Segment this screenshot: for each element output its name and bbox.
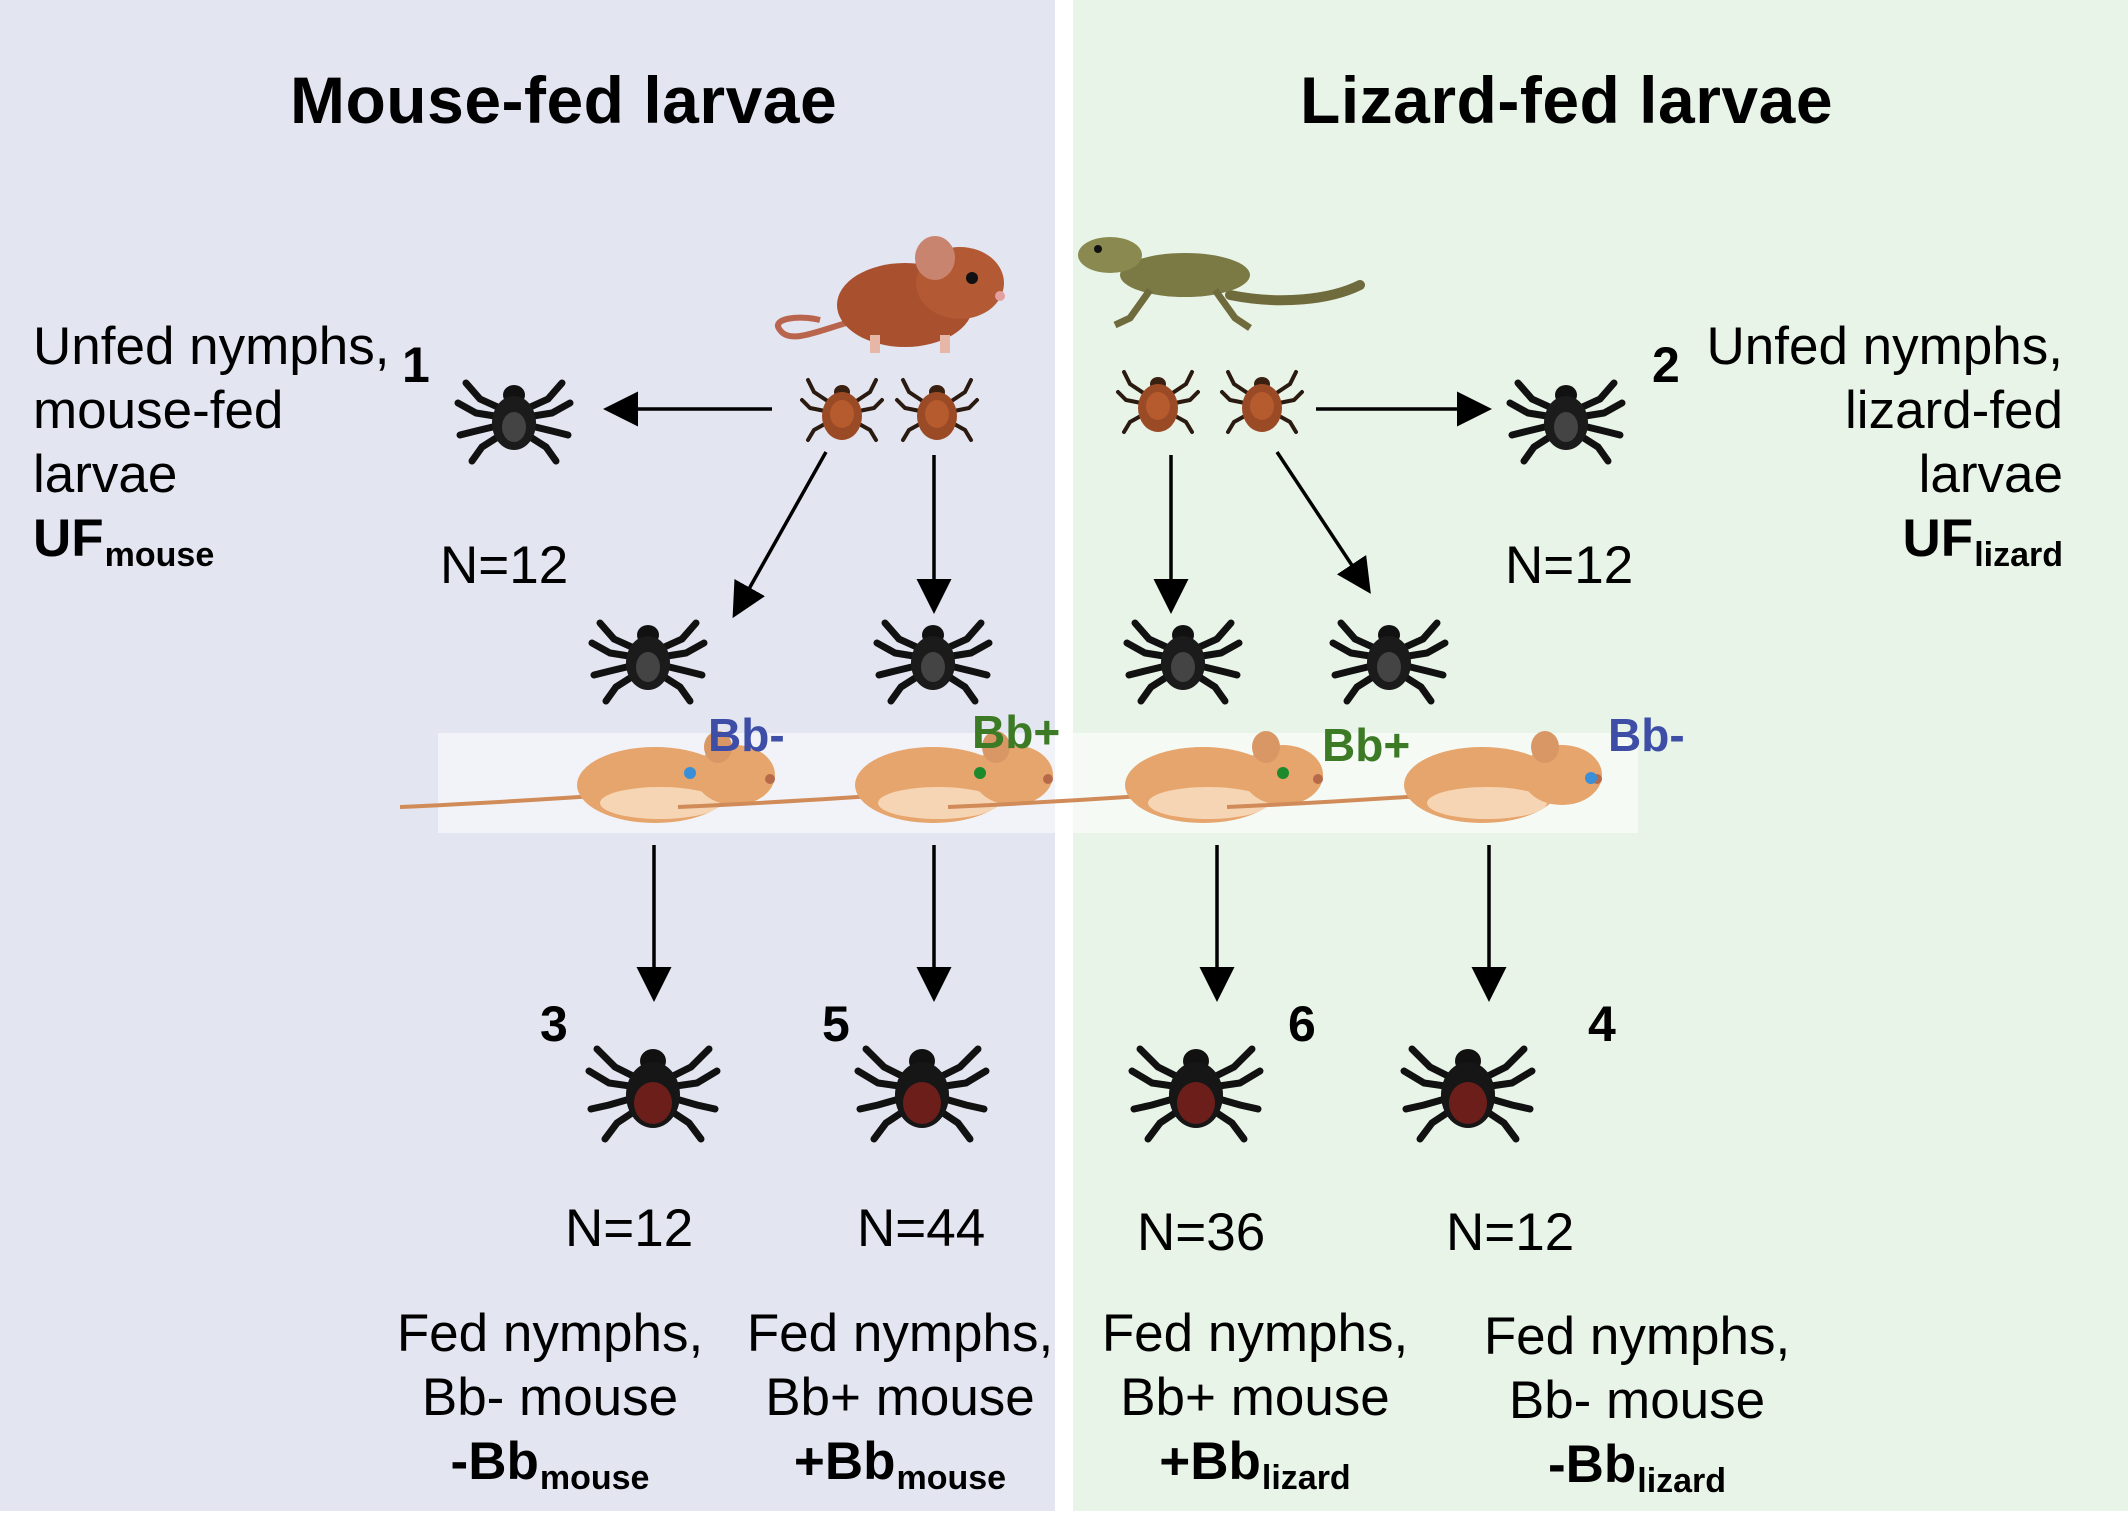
bb-negative-marker bbox=[1585, 772, 1597, 784]
group-3-code: -Bb bbox=[450, 1432, 539, 1491]
bb-negative-marker bbox=[684, 767, 696, 779]
fed-nymph-4-icon bbox=[1404, 1049, 1532, 1139]
fed-nymph-6-icon bbox=[1132, 1049, 1260, 1139]
house-mouse-illustration bbox=[775, 236, 1005, 353]
unfed-nymph-2-icon bbox=[1510, 383, 1622, 461]
bb-negative-label: Bb- bbox=[708, 709, 785, 761]
group-number-1: 1 bbox=[402, 337, 430, 393]
group-4-line2: Bb- mouse bbox=[1508, 1371, 1766, 1430]
group-5-line1: Fed nymphs, bbox=[746, 1304, 1054, 1363]
group-number-3: 3 bbox=[540, 996, 568, 1052]
arrow-larva-to-nymph bbox=[1275, 451, 1371, 594]
flow-arrows bbox=[603, 391, 1507, 1002]
group-5-code-sub: mouse bbox=[896, 1459, 1007, 1497]
unfed-nymph-1-icon bbox=[458, 383, 570, 461]
group-2-count: N=12 bbox=[1505, 536, 1634, 595]
fed-nymph-5-icon bbox=[858, 1049, 986, 1139]
unfed-nymph-icon bbox=[877, 623, 989, 701]
group-1-count: N=12 bbox=[440, 536, 569, 595]
larva-icon bbox=[895, 378, 979, 442]
group-4-line1: Fed nymphs, bbox=[1483, 1307, 1791, 1366]
bb-negative-label: Bb- bbox=[1608, 709, 1685, 761]
fed-nymph-3-icon bbox=[589, 1049, 717, 1139]
group-6-count: N=36 bbox=[1137, 1203, 1266, 1262]
group-6-code: +Bb bbox=[1159, 1432, 1261, 1491]
group-2-label: Unfed nymphs, lizard-fed larvae UFlizard bbox=[1707, 315, 2063, 587]
group-1-line2: mouse-fed bbox=[33, 381, 284, 440]
bb-positive-marker bbox=[974, 767, 986, 779]
lizard-fed-title: Lizard-fed larvae bbox=[1300, 63, 1834, 137]
group-3-count: N=12 bbox=[565, 1199, 694, 1258]
group-2-line3: larvae bbox=[1918, 445, 2063, 504]
group-1-code-sub: mouse bbox=[104, 536, 215, 574]
group-5-line2: Bb+ mouse bbox=[765, 1368, 1035, 1427]
lizard-illustration bbox=[1078, 237, 1365, 331]
larva-icon bbox=[1116, 370, 1200, 434]
group-4-label: Fed nymphs, Bb- mouse -Bblizard bbox=[1467, 1305, 1807, 1513]
group-1-line3: larvae bbox=[33, 445, 178, 504]
group-1-label: Unfed nymphs, mouse-fed larvae UFmouse bbox=[33, 315, 389, 587]
group-number-6: 6 bbox=[1288, 996, 1316, 1052]
group-2-line2: lizard-fed bbox=[1845, 381, 2063, 440]
group-5-code: +Bb bbox=[793, 1432, 896, 1491]
group-number-4: 4 bbox=[1588, 996, 1616, 1052]
group-4-code-sub: lizard bbox=[1637, 1462, 1727, 1500]
group-number-2: 2 bbox=[1652, 337, 1680, 393]
group-number-5: 5 bbox=[822, 996, 850, 1052]
group-2-code: UF bbox=[1902, 509, 1974, 568]
group-1-code: UF bbox=[33, 509, 104, 568]
unfed-nymph-icon bbox=[1127, 623, 1239, 701]
group-6-line2: Bb+ mouse bbox=[1120, 1368, 1390, 1427]
bb-positive-marker bbox=[1277, 767, 1289, 779]
group-6-label: Fed nymphs, Bb+ mouse +Bblizard bbox=[1085, 1302, 1425, 1510]
unfed-nymph-icon bbox=[592, 623, 704, 701]
bb-positive-label: Bb+ bbox=[972, 706, 1061, 758]
group-4-code: -Bb bbox=[1547, 1435, 1637, 1494]
arrow-larva-to-nymph bbox=[732, 451, 828, 619]
group-6-code-sub: lizard bbox=[1261, 1459, 1351, 1497]
group-3-label: Fed nymphs, Bb- mouse -Bbmouse bbox=[380, 1302, 720, 1510]
larva-icon bbox=[1220, 370, 1304, 434]
group-1-line1: Unfed nymphs, bbox=[33, 317, 390, 376]
group-6-line1: Fed nymphs, bbox=[1101, 1304, 1409, 1363]
group-5-label: Fed nymphs, Bb+ mouse +Bbmouse bbox=[730, 1302, 1070, 1510]
larva-icon bbox=[800, 378, 884, 442]
mouse-fed-title: Mouse-fed larvae bbox=[290, 63, 838, 137]
group-3-code-sub: mouse bbox=[539, 1459, 650, 1497]
group-4-count: N=12 bbox=[1446, 1203, 1575, 1262]
unfed-nymph-icon bbox=[1333, 623, 1445, 701]
group-2-code-sub: lizard bbox=[1974, 536, 2063, 574]
group-2-line1: Unfed nymphs, bbox=[1706, 317, 2063, 376]
group-3-line1: Fed nymphs, bbox=[396, 1304, 704, 1363]
bb-positive-label: Bb+ bbox=[1322, 719, 1411, 771]
group-3-line2: Bb- mouse bbox=[421, 1368, 679, 1427]
group-5-count: N=44 bbox=[857, 1199, 986, 1258]
